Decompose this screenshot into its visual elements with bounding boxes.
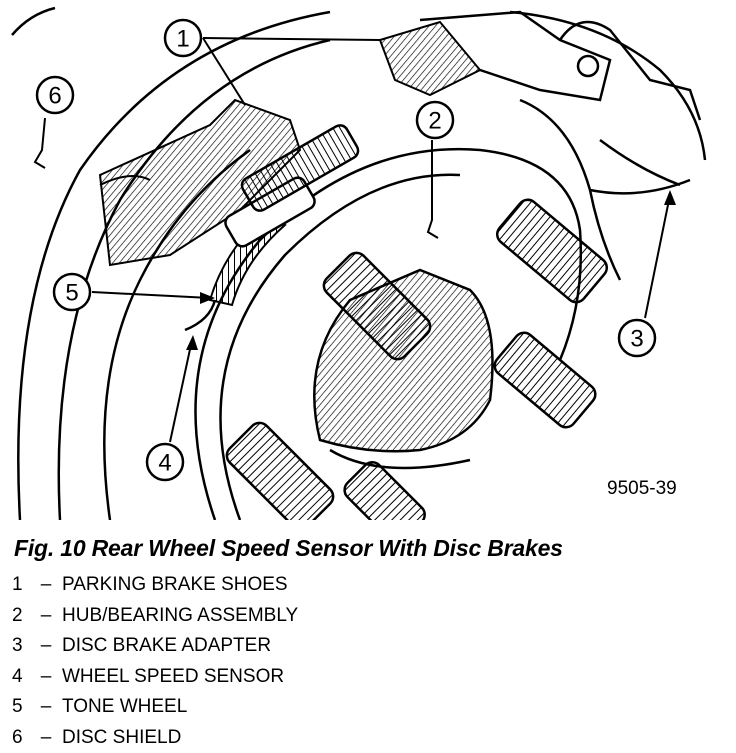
figure-code: 9505-39 [607, 478, 677, 499]
brake-diagram: 1 2 3 4 5 6 9505-39 [0, 0, 736, 520]
callout-3: 3 [619, 190, 676, 356]
callout-6-label: 6 [48, 83, 61, 110]
legend-label: DISC BRAKE ADAPTER [62, 635, 271, 656]
legend-label: DISC SHIELD [62, 727, 181, 748]
legend-number: 4 [12, 662, 30, 692]
legend-item: 2–HUB/BEARING ASSEMBLY [12, 601, 298, 632]
legend-item: 3–DISC BRAKE ADAPTER [12, 631, 298, 662]
legend-item: 4–WHEEL SPEED SENSOR [12, 662, 298, 693]
callout-4: 4 [147, 335, 198, 480]
callout-6: 6 [35, 77, 73, 168]
backing-plate-housing [420, 12, 705, 185]
legend-number: 1 [12, 570, 30, 600]
legend-number: 3 [12, 631, 30, 661]
legend-label: PARKING BRAKE SHOES [62, 574, 288, 595]
legend-item: 6–DISC SHIELD [12, 723, 298, 753]
callout-2-label: 2 [428, 108, 441, 135]
legend-list: 1–PARKING BRAKE SHOES 2–HUB/BEARING ASSE… [12, 570, 298, 753]
parking-brake-shoes [100, 22, 480, 265]
legend-label: WHEEL SPEED SENSOR [62, 666, 284, 687]
legend-number: 2 [12, 601, 30, 631]
legend-label: HUB/BEARING ASSEMBLY [62, 605, 298, 626]
callout-2: 2 [417, 102, 453, 238]
callout-3-label: 3 [630, 326, 643, 353]
legend-item: 1–PARKING BRAKE SHOES [12, 570, 298, 601]
legend-number: 6 [12, 723, 30, 753]
callout-5-label: 5 [65, 280, 78, 307]
legend-item: 5–TONE WHEEL [12, 692, 298, 723]
legend-number: 5 [12, 692, 30, 722]
callout-4-label: 4 [158, 450, 171, 477]
figure-caption: Fig. 10 Rear Wheel Speed Sensor With Dis… [14, 535, 563, 562]
callout-1-label: 1 [176, 26, 189, 53]
legend-label: TONE WHEEL [62, 696, 187, 717]
callout-1: 1 [165, 20, 380, 105]
